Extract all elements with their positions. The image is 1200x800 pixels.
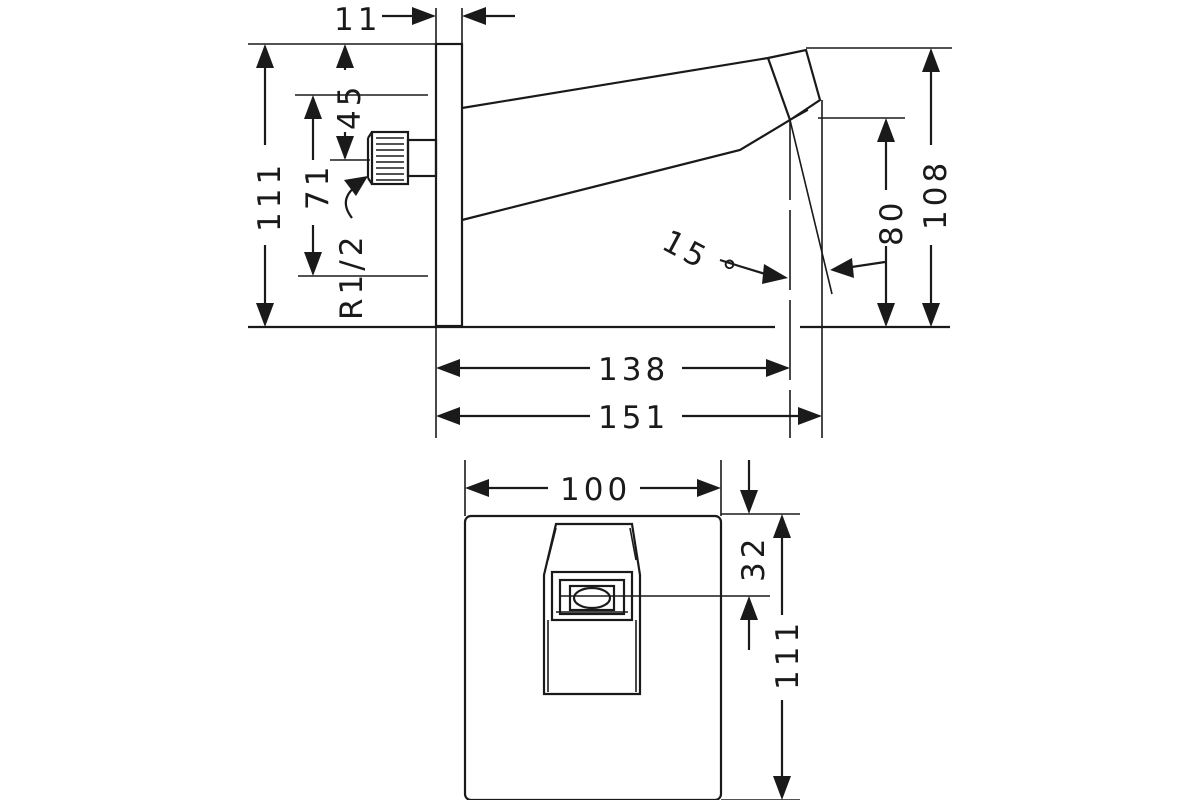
dim-spout-height: 108 <box>918 159 954 230</box>
dim-outlet-height: 80 <box>874 199 910 246</box>
dim-thread-offset: 45 <box>332 83 368 130</box>
dim-wall-plate-depth: 11 <box>334 2 381 38</box>
dim-thread-height: 71 <box>300 163 336 210</box>
dim-total-height: 111 <box>252 161 288 232</box>
dim-plate-height: 111 <box>770 619 806 690</box>
dim-projection-total: 151 <box>598 400 669 436</box>
dim-projection-outlet: 138 <box>598 352 669 388</box>
front-view: 100 32 111 <box>463 460 806 800</box>
side-view: 11 111 45 71 R1/2 15 ° 80 <box>248 2 954 438</box>
wall-plate <box>434 42 464 328</box>
front-plate <box>463 514 723 800</box>
label-thread-size: R1/2 <box>334 233 370 320</box>
spout-front <box>542 522 642 696</box>
threaded-connector <box>366 130 438 186</box>
dim-spout-angle: 15 ° <box>656 223 744 293</box>
dim-plate-width: 100 <box>560 472 631 508</box>
dim-outlet-offset: 32 <box>736 535 772 582</box>
spout-body <box>461 48 822 222</box>
